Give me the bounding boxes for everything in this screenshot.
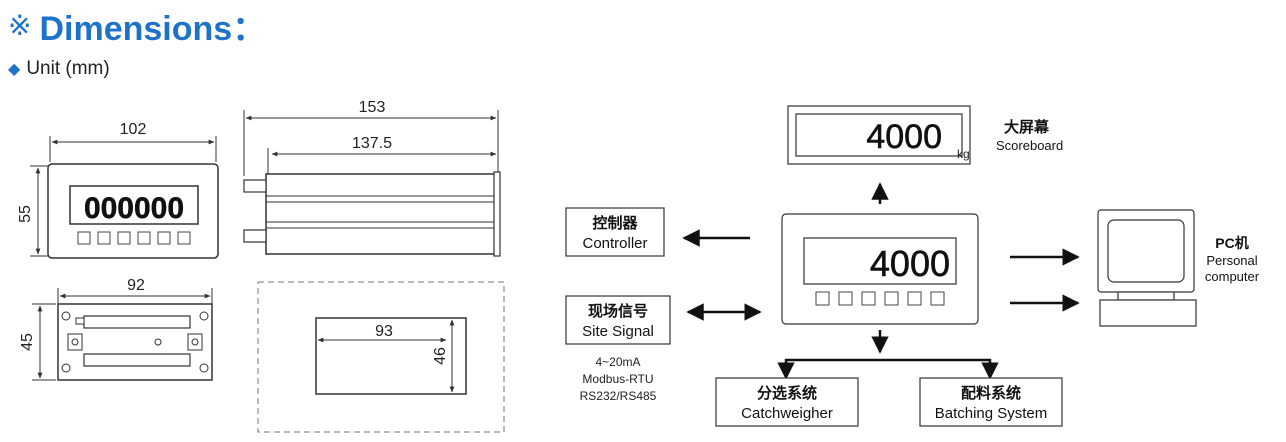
back-terminal-strip-bottom xyxy=(83,353,191,367)
indicator-screen xyxy=(803,237,957,285)
reference-mark-icon: ※ xyxy=(8,9,32,41)
site-signal-label-cn: 现场信号 xyxy=(588,302,648,320)
pc-icon xyxy=(1097,209,1197,327)
batching-label-cn: 配料系统 xyxy=(961,384,1021,402)
unit-note: ◆ Unit (mm) xyxy=(8,58,110,80)
indicator-key xyxy=(930,291,945,306)
side-body-outline xyxy=(265,173,497,255)
front-key xyxy=(137,231,151,245)
catchweigher-label-en: Catchweigher xyxy=(741,405,833,422)
back-small-port xyxy=(75,317,85,325)
front-width-label: 102 xyxy=(120,121,147,138)
indicator-display: 4000 xyxy=(870,243,950,284)
diamond-bullet-icon: ◆ xyxy=(8,61,21,78)
page-heading: ※ Dimensions： xyxy=(8,2,266,48)
indicator-key xyxy=(815,291,830,306)
indicator-key xyxy=(861,291,876,306)
catchweigher-box xyxy=(715,377,859,427)
side-connector-bottom xyxy=(243,229,267,243)
unit-label: Unit (mm) xyxy=(26,58,110,79)
batching-label-en: Batching System xyxy=(935,405,1048,422)
cutout-width-label: 93 xyxy=(375,323,393,340)
indicator-key xyxy=(838,291,853,306)
back-clips xyxy=(61,311,209,373)
signal-type-label: RS232/RS485 xyxy=(580,389,657,403)
front-keypad xyxy=(77,231,191,245)
connection-diagram: 4000 kg 大屏幕 Scoreboard 4000 控制器 Controll… xyxy=(565,105,1260,427)
catchweigher-label-cn: 分选系统 xyxy=(757,384,817,402)
back-width-label: 92 xyxy=(127,277,145,294)
side-front-bezel xyxy=(493,171,501,257)
page-title: Dimensions： xyxy=(39,9,267,48)
pc-label-cn: PC机 xyxy=(1215,235,1248,251)
back-center-hole xyxy=(154,338,162,346)
side-connector-top xyxy=(243,179,267,193)
indicator-key xyxy=(884,291,899,306)
front-key xyxy=(157,231,171,245)
front-view: 102 55 000000 xyxy=(17,121,219,259)
indicator-key xyxy=(907,291,922,306)
front-key xyxy=(177,231,191,245)
scoreboard-label-en: Scoreboard xyxy=(996,138,1063,153)
side-total-length-label: 153 xyxy=(359,99,386,116)
pc-label-en-1: Personal xyxy=(1206,253,1257,268)
back-terminal-strip-top xyxy=(83,315,191,329)
site-signal-box xyxy=(565,295,671,345)
signal-type-label: 4~20mA xyxy=(595,355,640,369)
side-view: 153 137.5 xyxy=(243,99,501,257)
cutout-height-label: 46 xyxy=(432,347,449,365)
back-height-label: 45 xyxy=(19,333,36,351)
indicator-keypad xyxy=(815,291,945,306)
scoreboard-screen xyxy=(795,113,963,157)
scoreboard-unit: kg xyxy=(957,147,970,161)
front-key xyxy=(117,231,131,245)
batching-box xyxy=(919,377,1063,427)
controller-label-cn: 控制器 xyxy=(592,214,638,232)
controller-box xyxy=(565,207,665,257)
front-display-digits: 000000 xyxy=(84,192,184,225)
scoreboard-display: 4000 xyxy=(866,118,942,156)
controller-label-en: Controller xyxy=(582,235,647,252)
front-key xyxy=(97,231,111,245)
back-view: 92 45 xyxy=(19,277,213,381)
front-key xyxy=(77,231,91,245)
panel-cutout-view: 93 46 xyxy=(257,281,505,433)
signal-type-label: Modbus-RTU xyxy=(582,372,653,386)
cutout-outline xyxy=(315,317,467,395)
panel-outline-dashed xyxy=(257,281,505,433)
front-display-window xyxy=(69,185,199,225)
pc-label-en-2: computer xyxy=(1205,269,1260,284)
scoreboard-label-cn: 大屏幕 xyxy=(1004,118,1050,136)
side-body-length-label: 137.5 xyxy=(352,135,392,152)
front-height-label: 55 xyxy=(17,205,34,223)
branch-line-systems xyxy=(784,358,992,376)
site-signal-label-en: Site Signal xyxy=(582,323,654,340)
